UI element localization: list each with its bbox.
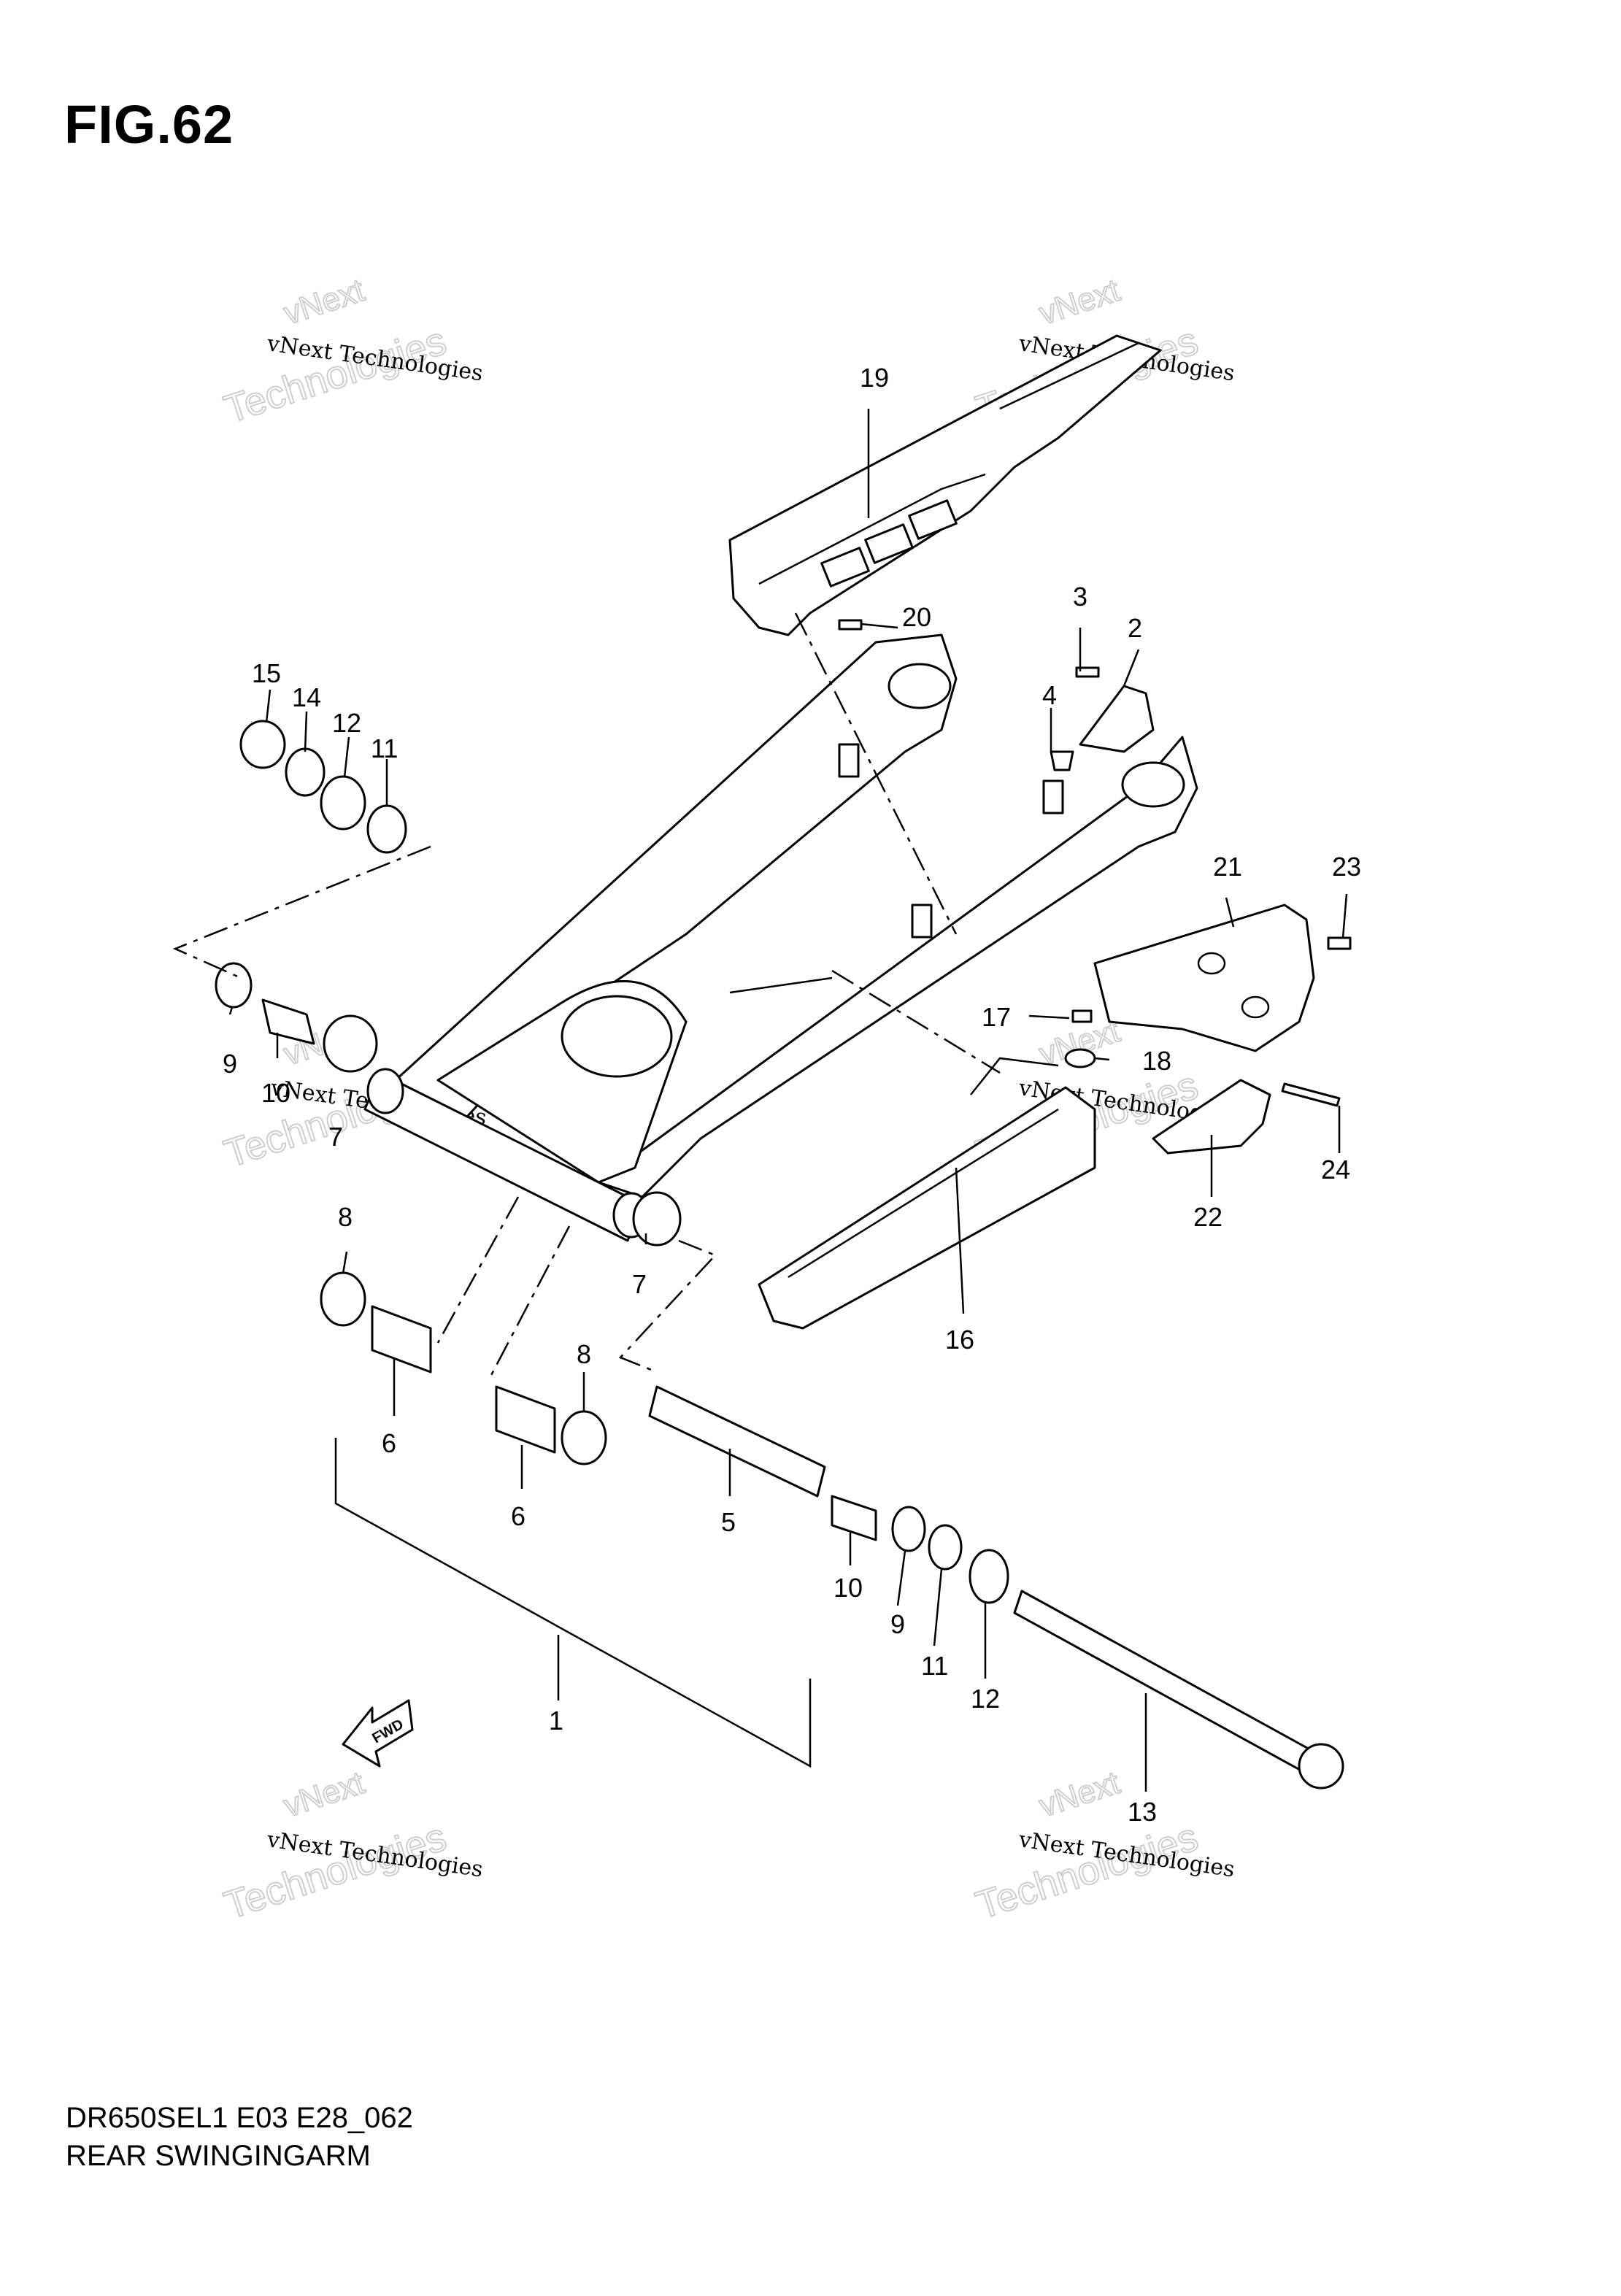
callout-labels: 1 2 3 4 5 6 6 7 7 8 8 9 9 10 10 11 11 12… <box>223 363 1361 1827</box>
callout-24: 24 <box>1321 1155 1350 1184</box>
part-3-screw <box>1075 666 1100 678</box>
bearing-group-lower <box>320 1191 682 1465</box>
watermark-bottom-right: vNext Technologies vNext Technologies <box>970 1764 1236 1928</box>
diagram-name: REAR SWINGINGARM <box>66 2140 371 2172</box>
callout-11a: 11 <box>371 733 398 763</box>
part-11-washer <box>366 804 407 854</box>
part-20-screw <box>838 619 863 631</box>
watermark-bottom-left: vNext Technologies vNext Technologies <box>218 1764 485 1928</box>
svg-text:vNext: vNext <box>280 1765 369 1824</box>
callout-4: 4 <box>1042 680 1057 710</box>
part-10-spacer-lower <box>831 1495 877 1541</box>
part-1-swingarm <box>363 633 1198 1242</box>
callout-12a: 12 <box>332 708 361 738</box>
callout-18: 18 <box>1142 1046 1171 1076</box>
part-6-bearing <box>371 1305 432 1374</box>
part-17-screw <box>1071 1009 1093 1023</box>
callout-2: 2 <box>1128 613 1142 643</box>
callout-6a: 6 <box>382 1428 396 1458</box>
callout-8b: 8 <box>577 1339 591 1369</box>
part-8-seal <box>320 1271 366 1327</box>
callout-7a: 7 <box>328 1122 343 1152</box>
part-12-collar <box>320 775 366 831</box>
pivot-stack-upper <box>239 720 407 854</box>
part-9-seal-lower <box>891 1506 926 1552</box>
part-22-guard-plate <box>1152 1079 1271 1155</box>
part-13-bolt-head <box>1298 1743 1344 1790</box>
part-12-collar-lower <box>969 1549 1009 1604</box>
part-21-bracket <box>1093 904 1315 1052</box>
part-16-chain-slider <box>758 1057 1096 1330</box>
part-4-clip <box>1050 750 1074 771</box>
callout-13: 13 <box>1128 1797 1157 1827</box>
part-7-bearing-lower <box>632 1191 682 1247</box>
figure-title: FIG.62 <box>64 94 234 155</box>
callout-12b: 12 <box>971 1684 1000 1714</box>
callout-1: 1 <box>549 1706 563 1736</box>
leader-lines <box>228 409 1348 1792</box>
part-18-washer <box>1064 1048 1096 1068</box>
callout-19: 19 <box>860 363 889 393</box>
svg-text:vNext: vNext <box>1035 272 1124 331</box>
part-10-spacer <box>261 998 315 1045</box>
part-13-pivot-bolt <box>1013 1590 1315 1775</box>
small-fasteners <box>838 619 1352 1107</box>
callout-17: 17 <box>982 1002 1011 1032</box>
svg-text:vNext: vNext <box>1035 1765 1124 1824</box>
part-19-chain-guard <box>728 334 1162 636</box>
callout-9a: 9 <box>223 1049 237 1079</box>
alignment-lines <box>172 612 1001 1380</box>
callout-10b: 10 <box>833 1573 863 1603</box>
part-8-seal-lower <box>561 1410 607 1465</box>
part-9-seal <box>215 962 253 1009</box>
part-6-bearing-lower <box>495 1385 556 1454</box>
callout-7b: 7 <box>632 1269 647 1299</box>
pivot-stack-left <box>215 962 378 1073</box>
callout-5: 5 <box>721 1507 736 1537</box>
callout-9b: 9 <box>890 1609 905 1639</box>
part-11-washer-lower <box>928 1524 963 1571</box>
assembly-bracket-1 <box>334 1438 812 1768</box>
callout-22: 22 <box>1193 1202 1223 1232</box>
callout-10a: 10 <box>261 1078 290 1108</box>
part-5-sleeve <box>648 1385 826 1498</box>
callout-8a: 8 <box>338 1202 353 1232</box>
fwd-arrow-icon: FWD <box>342 1699 414 1768</box>
part-2-chain-adjuster-plate <box>1079 685 1155 753</box>
part-14-washer <box>285 747 326 797</box>
axle-group <box>648 1385 1344 1790</box>
part-24-bolt <box>1281 1082 1341 1107</box>
model-code: DR650SEL1 E03 E28_062 <box>66 2102 413 2134</box>
callout-21: 21 <box>1213 852 1242 882</box>
callout-11b: 11 <box>921 1651 948 1681</box>
callout-15: 15 <box>252 658 281 688</box>
part-23-bolt <box>1327 936 1352 950</box>
part-15-nut <box>239 720 286 769</box>
svg-text:vNext: vNext <box>280 272 369 331</box>
callout-16: 16 <box>945 1325 974 1355</box>
callout-3: 3 <box>1073 582 1087 612</box>
part-7-bearing <box>323 1014 378 1073</box>
callout-20: 20 <box>902 602 931 632</box>
callout-23: 23 <box>1332 852 1361 882</box>
callout-14: 14 <box>292 682 321 712</box>
callout-6b: 6 <box>511 1501 525 1531</box>
watermark-top-left: vNext Technologies vNext Technologies <box>218 271 485 432</box>
